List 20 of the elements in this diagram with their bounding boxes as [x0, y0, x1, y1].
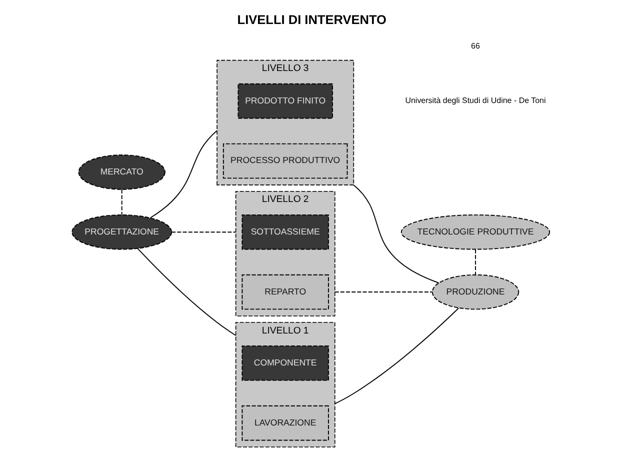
- label: Università degli Studi di Udine - De Toni: [404, 96, 546, 106]
- connector: [170, 232, 236, 233]
- node-ellipse: PROGETTAZIONE: [71, 214, 172, 250]
- node-box: LAVORAZIONE: [241, 405, 328, 441]
- label: 66: [470, 42, 480, 51]
- connector: [149, 130, 217, 218]
- connector: [120, 189, 122, 216]
- node-ellipse: PRODUZIONE: [431, 274, 519, 310]
- connector: [334, 308, 459, 404]
- diagram-title: LIVELLI DI INTERVENTO: [236, 12, 386, 28]
- node-box: PRODOTTO FINITO: [237, 83, 332, 119]
- node-box: PROCESSO PRODUTTIVO: [222, 143, 348, 179]
- node-ellipse: TECNOLOGIE PRODUTTIVE: [400, 214, 550, 250]
- node-ellipse: MERCATO: [78, 154, 165, 190]
- node-box: COMPONENTE: [241, 345, 328, 381]
- connector: [136, 248, 236, 336]
- node-box: SOTTOASSIEME: [241, 214, 328, 250]
- node-box: REPARTO: [241, 274, 328, 310]
- connector: [352, 184, 439, 284]
- connector: [474, 248, 476, 276]
